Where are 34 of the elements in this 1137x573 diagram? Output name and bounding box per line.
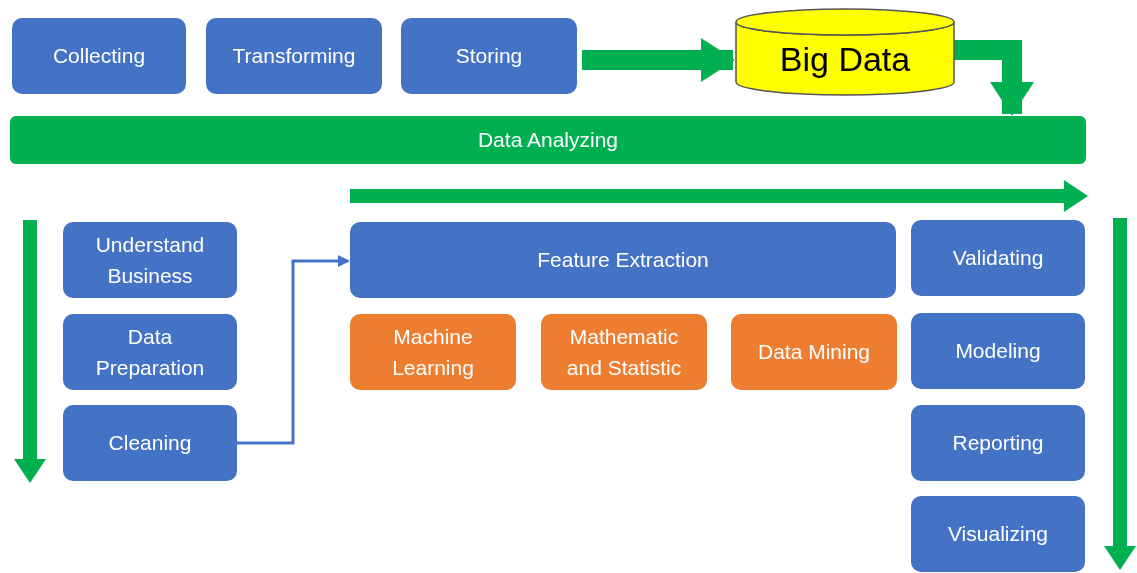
node-label: Data Analyzing (477, 127, 619, 154)
node-label: Modeling (955, 338, 1041, 365)
process-box (911, 496, 1085, 572)
process-box (401, 18, 577, 94)
node-label: Big Data (779, 38, 911, 80)
node-label: Reporting (952, 430, 1044, 457)
node-label: Cleaning (108, 430, 192, 457)
node-label: Transforming (232, 43, 356, 70)
node-label: Visualizing (948, 521, 1048, 548)
process-box (63, 314, 237, 390)
node-label: Validating (952, 245, 1044, 272)
process-box (206, 18, 382, 94)
process-box (63, 405, 237, 481)
node-label: Mathematic and Statistic (565, 323, 683, 381)
process-box (911, 405, 1085, 481)
node-label: Collecting (52, 43, 146, 70)
node-label: Understand Business (94, 231, 206, 289)
process-box (350, 222, 896, 298)
method-box (731, 314, 897, 390)
process-box (63, 222, 237, 298)
process-box (911, 313, 1085, 389)
node-label: Machine Learning (391, 323, 475, 381)
arrow (582, 38, 735, 82)
node-label: Data Mining (757, 339, 871, 366)
method-box (350, 314, 516, 390)
process-box (911, 220, 1085, 296)
node-label: Storing (455, 43, 523, 70)
database-cylinder (735, 8, 955, 96)
node-label: Data Preparation (94, 323, 206, 381)
node-label: Feature Extraction (537, 247, 709, 274)
process-box (12, 18, 186, 94)
stage-bar (10, 116, 1086, 164)
arrow (237, 255, 350, 445)
method-box (541, 314, 707, 390)
